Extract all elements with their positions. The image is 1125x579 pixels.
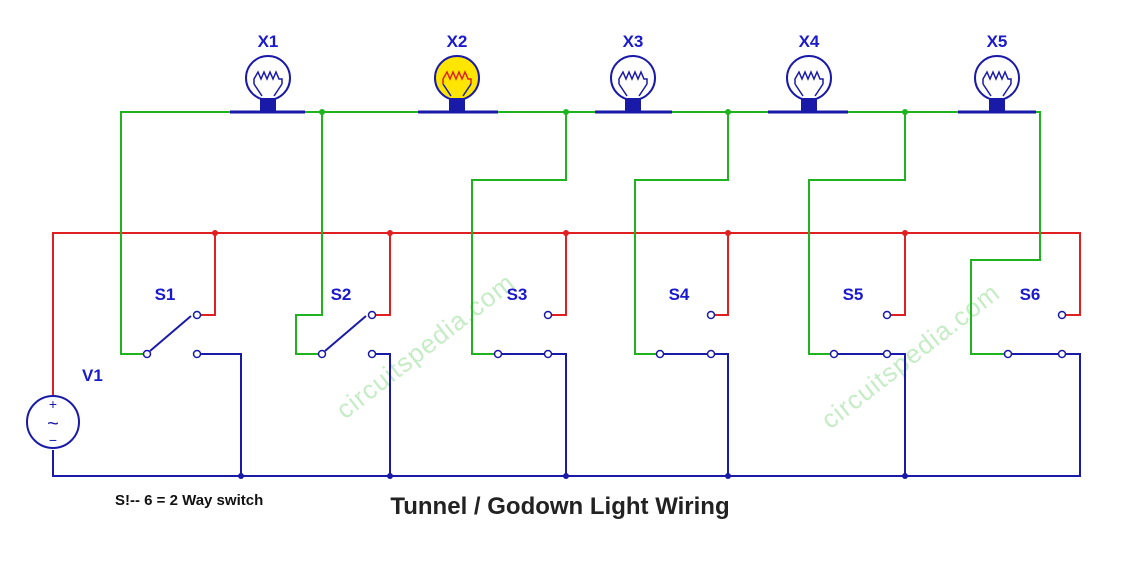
switch-label: S5 bbox=[843, 285, 864, 304]
neutral-wiring bbox=[52, 353, 1081, 477]
source-label: V1 bbox=[82, 366, 103, 385]
live-junctions bbox=[212, 230, 908, 236]
bulb-base bbox=[260, 98, 276, 111]
switch-terminal bbox=[543, 310, 553, 320]
switch-terminal bbox=[142, 349, 152, 359]
switch-terminal bbox=[706, 310, 716, 320]
lamp-label: X3 bbox=[623, 32, 644, 51]
switch-terminal bbox=[317, 349, 327, 359]
bulb-lead bbox=[253, 83, 263, 97]
lamp-x1: X1 bbox=[245, 32, 291, 111]
switch-terminal bbox=[882, 349, 892, 359]
switch-terminal bbox=[1057, 349, 1067, 359]
bulb-lead bbox=[982, 83, 992, 97]
switch-terminal bbox=[367, 310, 377, 320]
switch-label: S6 bbox=[1020, 285, 1041, 304]
lamp-label: X2 bbox=[447, 32, 468, 51]
bulb-lead bbox=[618, 83, 628, 97]
bulb-base bbox=[801, 98, 817, 111]
ac-source: + ~ − bbox=[26, 395, 80, 449]
bulb-lead bbox=[814, 83, 824, 97]
lamp-label: X5 bbox=[987, 32, 1008, 51]
neutral-junctions bbox=[238, 473, 908, 479]
bulb-lead bbox=[273, 83, 283, 97]
lamp-x2: X2 bbox=[434, 32, 480, 111]
switch-terminal bbox=[192, 310, 202, 320]
switch-terminal bbox=[706, 349, 716, 359]
bulb-base bbox=[449, 98, 465, 111]
lamp-x5: X5 bbox=[974, 32, 1020, 111]
filament-icon bbox=[982, 70, 1012, 84]
lamp-x4: X4 bbox=[786, 32, 832, 111]
switch-s1: S1 bbox=[142, 285, 202, 359]
switch-s4: S4 bbox=[655, 285, 716, 359]
source-plus: + bbox=[49, 396, 57, 412]
lamp-label: X4 bbox=[799, 32, 820, 51]
diagram-title: Tunnel / Godown Light Wiring bbox=[390, 493, 729, 520]
lamps: X1 X2 X3 X4 X5 bbox=[245, 32, 1020, 111]
watermark-left: circuitspedia.com bbox=[330, 267, 520, 425]
bulb-base bbox=[625, 98, 641, 111]
switch-blade bbox=[149, 315, 192, 352]
switch-label: S1 bbox=[155, 285, 176, 304]
switch-terminal bbox=[1057, 310, 1067, 320]
filament-icon bbox=[442, 70, 472, 84]
lamp-link-junctions bbox=[319, 109, 908, 115]
filament-icon bbox=[253, 70, 283, 84]
switch-terminal bbox=[882, 310, 892, 320]
switch-blade bbox=[324, 315, 367, 352]
switch-terminal bbox=[1003, 349, 1013, 359]
switch-label: S2 bbox=[331, 285, 352, 304]
switch-terminal bbox=[493, 349, 503, 359]
switch-label: S3 bbox=[507, 285, 528, 304]
switch-s6: S6 bbox=[1003, 285, 1067, 359]
bulb-lead bbox=[1002, 83, 1012, 97]
source-minus: − bbox=[49, 432, 57, 448]
lamp-link-wiring bbox=[120, 111, 1041, 355]
filament-icon bbox=[794, 70, 824, 84]
bulb-lead bbox=[794, 83, 804, 97]
switch-s2: S2 bbox=[317, 285, 377, 359]
bulb-lead bbox=[442, 83, 452, 97]
switches: S1 S2 S3 S4 S5 S6 bbox=[142, 285, 1067, 359]
lamp-label: X1 bbox=[258, 32, 279, 51]
bulb-lead bbox=[638, 83, 648, 97]
switch-note: S!-- 6 = 2 Way switch bbox=[115, 492, 263, 509]
bulb-lead bbox=[462, 83, 472, 97]
bulb-base bbox=[989, 98, 1005, 111]
switch-label: S4 bbox=[669, 285, 690, 304]
switch-terminal bbox=[192, 349, 202, 359]
switch-s3: S3 bbox=[493, 285, 553, 359]
switch-terminal bbox=[829, 349, 839, 359]
live-wiring bbox=[52, 232, 1081, 395]
switch-terminal bbox=[367, 349, 377, 359]
source-wave: ~ bbox=[47, 413, 59, 435]
switch-terminal bbox=[543, 349, 553, 359]
switch-s5: S5 bbox=[829, 285, 892, 359]
switch-terminal bbox=[655, 349, 665, 359]
filament-icon bbox=[618, 70, 648, 84]
lamp-x3: X3 bbox=[610, 32, 656, 111]
